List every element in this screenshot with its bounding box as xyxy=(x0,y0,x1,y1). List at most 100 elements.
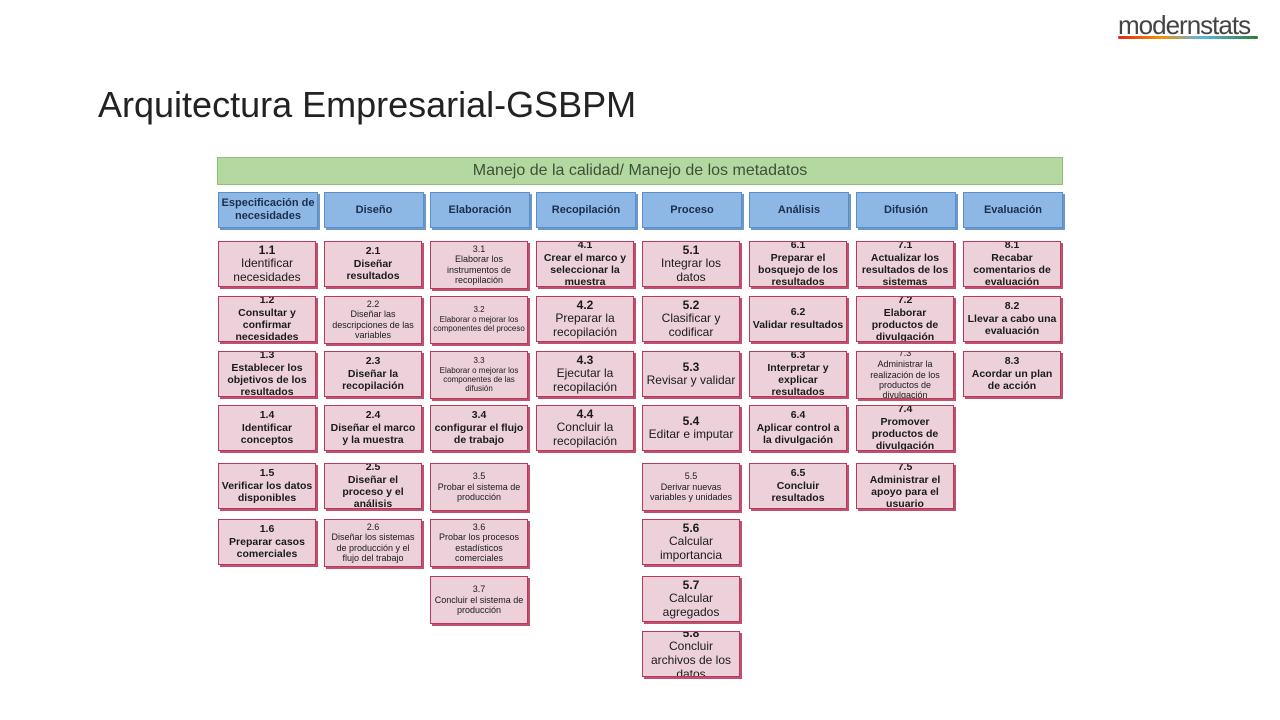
step-label: Concluir el sistema de producción xyxy=(434,594,524,615)
step-number: 3.4 xyxy=(471,409,487,422)
step-number: 1.2 xyxy=(259,296,275,307)
step-number: 6.5 xyxy=(790,467,806,480)
step-label: Elaborar productos de divulgación xyxy=(871,306,939,342)
phase-header: Especificación de necesidades xyxy=(218,192,318,228)
step-number: 5.2 xyxy=(682,297,700,312)
step-label: Concluir resultados xyxy=(771,479,825,504)
step-label: Derivar nuevas variables y unidades xyxy=(649,481,733,502)
step-number: 6.1 xyxy=(790,241,806,252)
step-number: 5.3 xyxy=(682,359,700,374)
step-number: 6.2 xyxy=(790,306,806,319)
step-label: Editar e imputar xyxy=(648,426,734,441)
step-label: configurar el flujo de trabajo xyxy=(434,421,524,446)
step-label: Probar los procesos estadísticos comerci… xyxy=(438,532,520,564)
step-number: 7.1 xyxy=(897,241,913,252)
step-label: Promover productos de divulgación xyxy=(871,415,939,451)
step-number: 7.2 xyxy=(897,296,913,307)
step-number: 2.6 xyxy=(366,521,380,532)
step-number: 2.2 xyxy=(366,298,380,309)
step-number: 5.5 xyxy=(684,470,698,481)
step-number: 5.1 xyxy=(682,242,700,257)
step-label: Administrar la realización de los produc… xyxy=(870,359,940,399)
step-label: Diseñar resultados xyxy=(346,257,400,282)
step-number: 2.1 xyxy=(365,245,381,258)
step-number: 3.2 xyxy=(473,305,485,315)
step-number: 7.5 xyxy=(897,463,913,474)
step-label: Elaborar o mejorar los componentes de la… xyxy=(439,365,519,393)
step-label: Acordar un plan de acción xyxy=(971,367,1053,392)
step-label: Elaborar o mejorar los componentes del p… xyxy=(433,315,525,334)
step-number: 8.3 xyxy=(1004,355,1020,368)
step-label: Integrar los datos xyxy=(660,255,722,284)
step-label: Diseñar el marco y la muestra xyxy=(330,421,416,446)
step-label: Consultar y confirmar necesidades xyxy=(235,306,299,342)
step-number: 3.1 xyxy=(472,243,486,254)
step-label: Preparar casos comerciales xyxy=(229,535,305,560)
step-number: 2.5 xyxy=(365,463,381,474)
step-label: Clasificar y codificar xyxy=(661,310,721,339)
step-label: Identificar conceptos xyxy=(240,421,294,446)
step-number: 2.3 xyxy=(365,355,381,368)
step-number: 7.3 xyxy=(898,351,912,359)
step-number: 5.6 xyxy=(682,520,700,535)
step-label: Recabar comentarios de evaluación xyxy=(973,251,1051,287)
step-number: 7.4 xyxy=(897,405,913,416)
step-number: 5.4 xyxy=(682,413,700,428)
step-label: Revisar y validar xyxy=(646,372,736,387)
step-label: Calcular importancia xyxy=(659,533,723,562)
step-number: 3.3 xyxy=(473,355,485,365)
step-number: 3.6 xyxy=(472,521,486,532)
step-number: 4.3 xyxy=(576,352,594,367)
step-label: Llevar a cabo una evaluación xyxy=(967,312,1057,337)
logo-underline xyxy=(1118,36,1258,39)
step-label: Preparar la recopilación xyxy=(552,310,618,339)
step-number: 1.5 xyxy=(259,467,275,480)
step-number: 3.7 xyxy=(472,583,486,594)
modernstats-logo: modernstats xyxy=(1118,10,1268,44)
phase-header: Difusión xyxy=(856,192,956,228)
step-number: 4.1 xyxy=(577,241,593,252)
step-label: Elaborar los instrumentos de recopilació… xyxy=(446,254,512,286)
step-label: Probar el sistema de producción xyxy=(437,481,521,502)
step-number: 4.4 xyxy=(576,406,594,421)
step-label: Calcular agregados xyxy=(662,590,720,619)
logo-text: modernstats xyxy=(1118,10,1251,40)
step-label: Validar resultados xyxy=(752,318,844,331)
step-number: 6.3 xyxy=(790,351,806,362)
step-number: 4.2 xyxy=(576,297,594,312)
step-number: 5.7 xyxy=(682,577,700,592)
step-number: 8.1 xyxy=(1004,241,1020,252)
step-label: Aplicar control a la divulgación xyxy=(756,421,840,446)
step-label: Diseñar la recopilación xyxy=(342,367,404,392)
